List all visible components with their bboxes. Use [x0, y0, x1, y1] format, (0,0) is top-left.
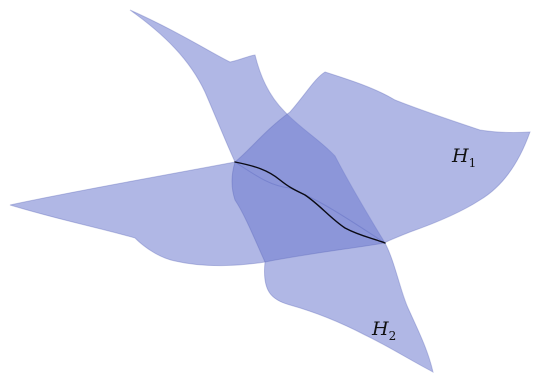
surface-label-h1-name: H [451, 145, 469, 167]
surface-h1-sheet [231, 71, 531, 263]
surface-label-h1: H1 [451, 145, 476, 170]
surface-label-h2-name: H [371, 318, 389, 340]
surface-label-h2-subscript: 2 [389, 329, 397, 343]
surface-label-h2: H2 [371, 318, 396, 343]
surface-label-h1-subscript: 1 [469, 156, 477, 170]
intersection-curve [234, 161, 386, 244]
